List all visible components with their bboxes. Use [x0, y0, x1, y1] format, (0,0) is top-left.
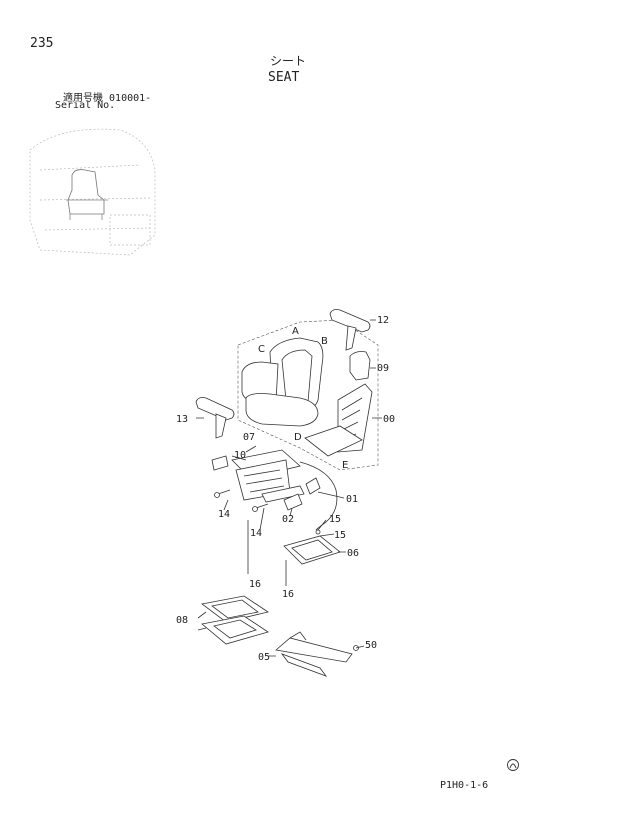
serial-applicability: 適用号機 010001- [63, 89, 151, 104]
callout-14-upper: 14 [218, 509, 230, 520]
headrest [349, 351, 371, 381]
callout-00: 00 [383, 414, 395, 425]
letter-a: A [292, 326, 299, 337]
letter-e: E [342, 460, 348, 471]
lever-cable [299, 461, 338, 531]
armrest-left [195, 397, 235, 439]
seat-back [269, 337, 324, 413]
bolts [214, 489, 269, 512]
letter-d: D [294, 432, 302, 443]
base-cover [197, 595, 269, 645]
cab-locator-thumbnail [29, 128, 156, 256]
callout-05: 05 [258, 652, 270, 663]
callout-15-upper: 15 [329, 514, 341, 525]
callout-15-lower: 15 [334, 530, 346, 541]
letter-b: B [321, 336, 328, 347]
callout-16-right: 16 [282, 589, 294, 600]
callout-02: 02 [282, 514, 294, 525]
callout-09: 09 [377, 363, 389, 374]
letter-c: C [258, 344, 265, 355]
callout-06: 06 [347, 548, 359, 559]
callout-13: 13 [176, 414, 188, 425]
callout-14-lower: 14 [250, 528, 262, 539]
serial-value: 010001- [109, 93, 152, 104]
callout-10: 10 [234, 450, 246, 461]
page-title: SEAT [268, 70, 300, 85]
seat-cushion [241, 361, 319, 427]
suspension-base [211, 449, 321, 511]
callout-16-left: 16 [249, 579, 261, 590]
callout-01: 01 [346, 494, 358, 505]
leader-lines [196, 319, 382, 586]
figure-code: P1H0-1-6 [440, 780, 489, 791]
serial-label-japanese: 適用号機 [63, 93, 103, 104]
serial-label: Serial No. [55, 100, 116, 111]
slide-plate [283, 529, 341, 565]
page-title-japanese: シート [270, 54, 307, 68]
callout-12: 12 [377, 315, 389, 326]
manufacturer-logo-icon [507, 759, 519, 771]
page-number: 235 [30, 36, 54, 51]
armrest-right [329, 309, 371, 351]
seat-assembly-boundary [237, 319, 379, 471]
lever-assembly [268, 631, 365, 677]
callout-50: 50 [365, 640, 377, 651]
callout-08: 08 [176, 615, 188, 626]
seat-frame [304, 383, 373, 457]
callout-07: 07 [243, 432, 255, 443]
